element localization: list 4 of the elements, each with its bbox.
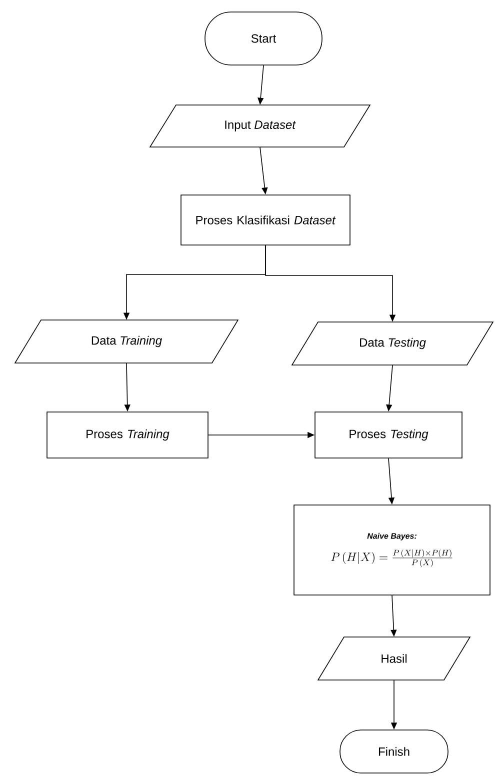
process-box: Proses Klasifikasi Dataset bbox=[180, 194, 350, 246]
process-box: Proses Testing bbox=[314, 412, 462, 458]
process-box: Proses Training bbox=[46, 412, 208, 458]
formula-box: Naive Bayes: $P\,(H|X) = \frac{P\,(X|H) \times P(H)}{P\,(X)}$ bbox=[294, 504, 490, 596]
